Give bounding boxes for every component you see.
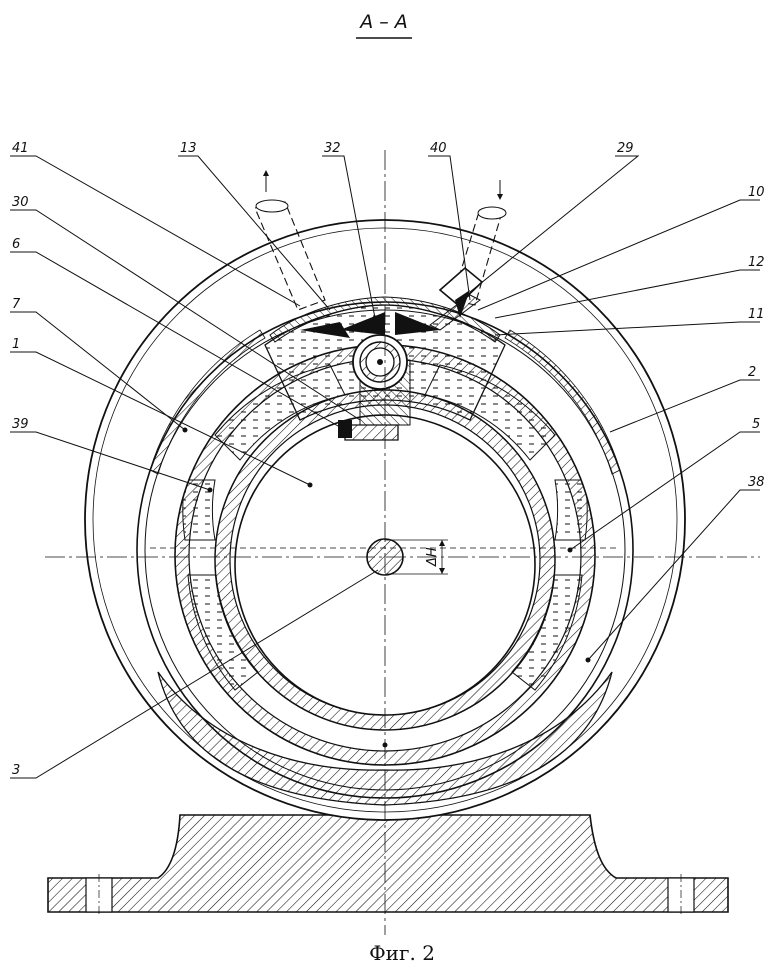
label-12: 12 [748, 255, 765, 270]
label-11: 11 [748, 307, 765, 322]
label-40: 40 [430, 141, 447, 156]
svg-text:A – A: A – A [358, 11, 408, 33]
label-5: 5 [752, 417, 760, 432]
figure-caption: Фиг. 2 [369, 941, 435, 965]
seal-wedges [300, 312, 440, 338]
label-30: 30 [12, 195, 29, 210]
label-10: 10 [748, 185, 765, 200]
label-13: 13 [180, 141, 197, 156]
svg-text:ΔH: ΔH [425, 547, 440, 567]
roller [352, 334, 408, 390]
label-6: 6 [12, 237, 20, 252]
label-32: 32 [324, 141, 341, 156]
leader-dots [182, 427, 591, 748]
pipe-left [254, 170, 326, 311]
label-3: 3 [12, 763, 20, 778]
label-41: 41 [12, 141, 29, 156]
housing-lower-mass [157, 671, 613, 806]
dimension-delta-h: ΔH [385, 539, 448, 575]
label-39: 39 [12, 417, 29, 432]
label-1: 1 [12, 337, 20, 352]
leader-lines [10, 155, 760, 779]
section-title: A – A [356, 11, 412, 39]
label-7: 7 [12, 297, 21, 312]
label-29: 29 [617, 141, 634, 156]
reference-labels: 41 13 32 40 29 10 30 6 12 11 7 1 2 39 5 … [12, 141, 765, 778]
base-foot [47, 814, 729, 916]
svg-text:Фиг. 2: Фиг. 2 [369, 941, 435, 965]
center-lines [45, 150, 760, 935]
label-38: 38 [748, 475, 765, 490]
label-2: 2 [748, 365, 756, 380]
